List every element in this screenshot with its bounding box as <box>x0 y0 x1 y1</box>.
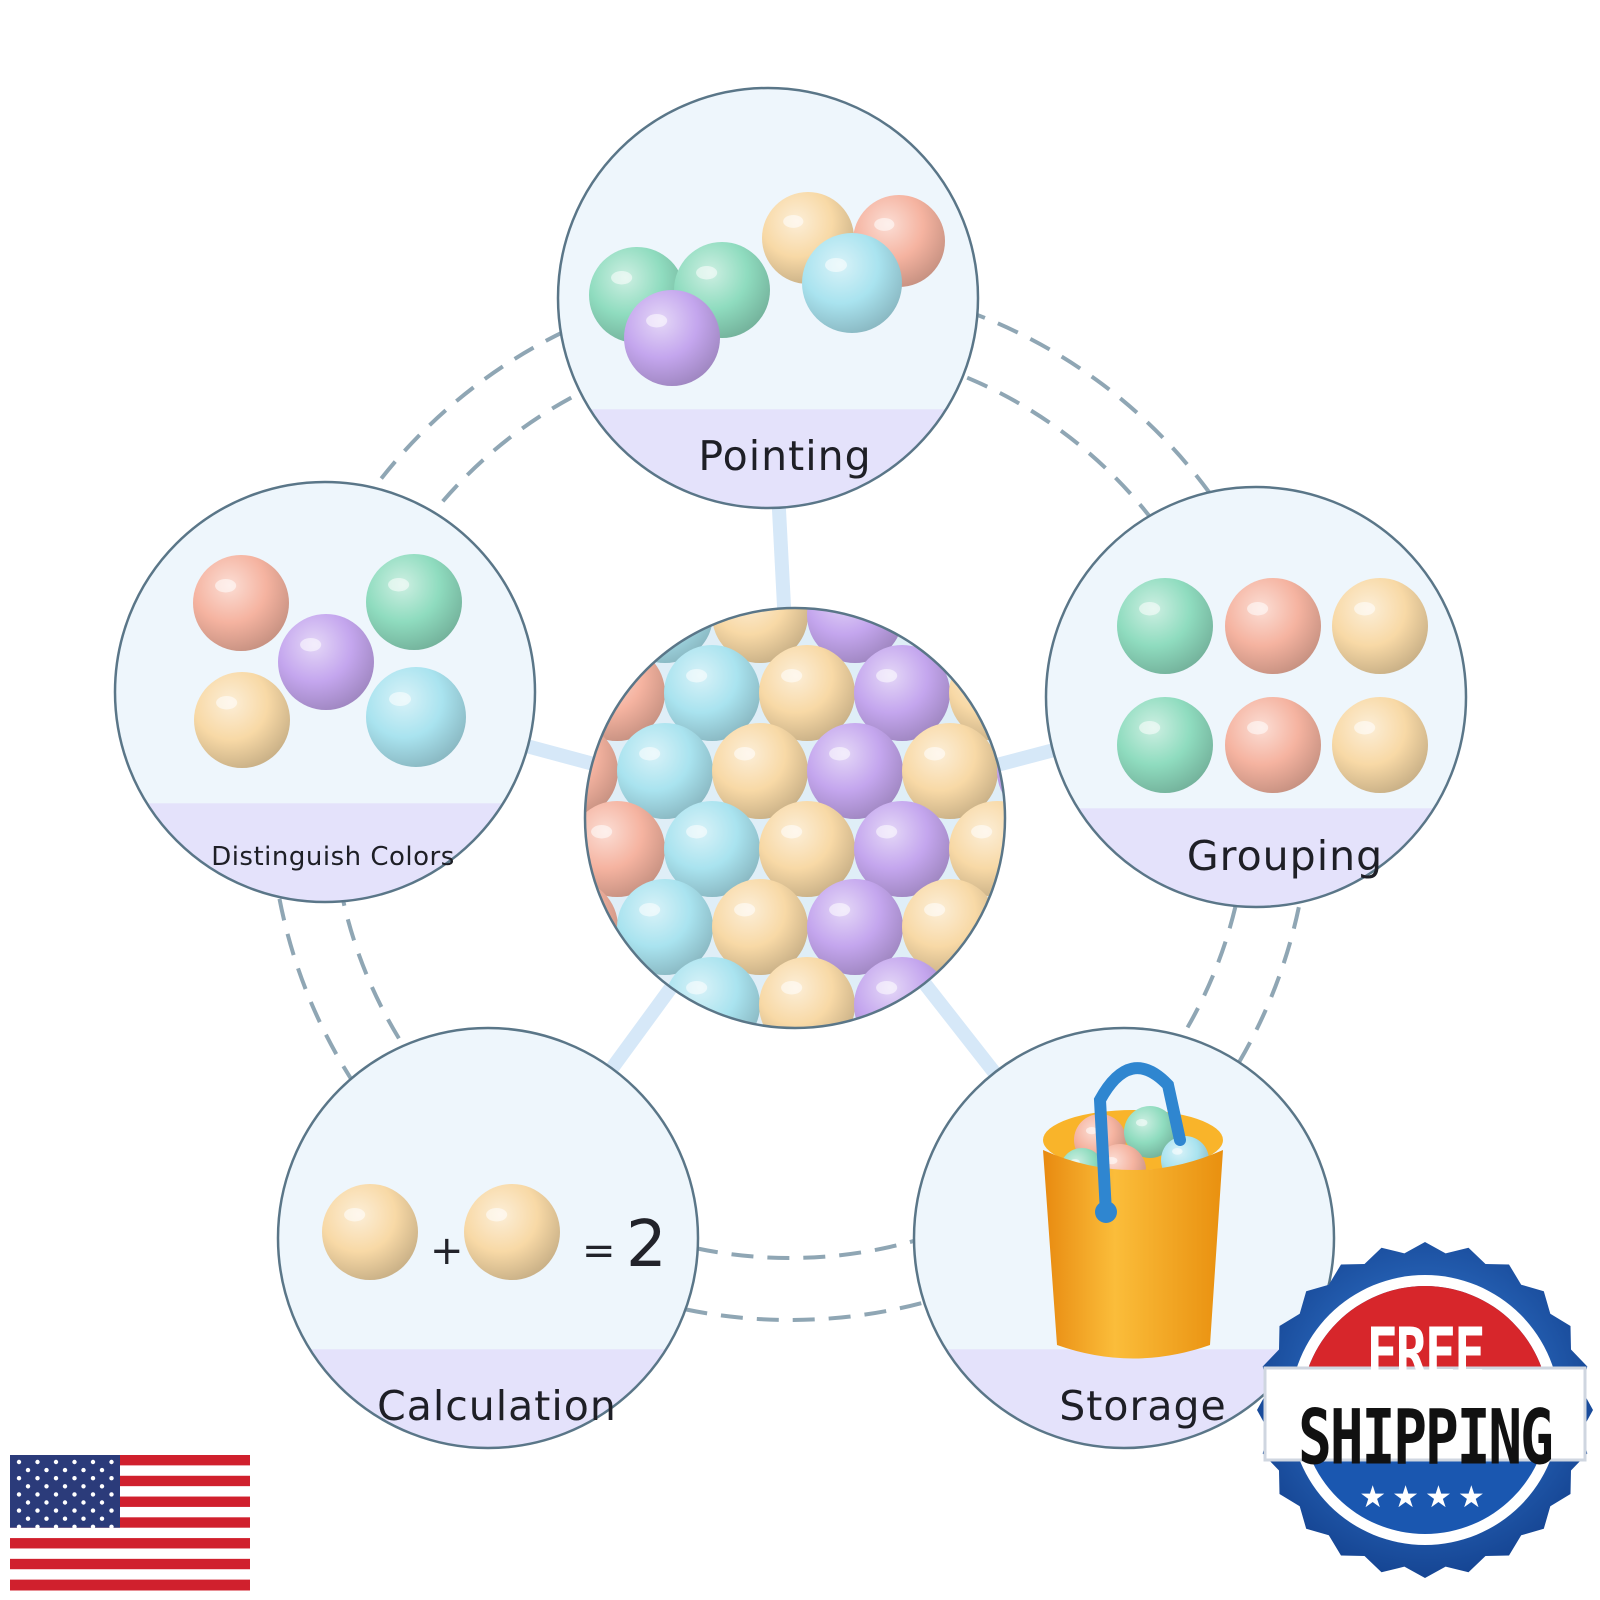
bucket-icon <box>1043 1062 1223 1359</box>
label-calculation: Calculation <box>377 1382 617 1430</box>
pit-ball <box>617 879 713 975</box>
content-pointing <box>589 192 945 386</box>
ball-cream <box>1332 578 1428 674</box>
ball-sky <box>802 233 902 333</box>
label-grouping: Grouping <box>1186 832 1384 880</box>
badge-free-text: FREE <box>1366 1314 1485 1396</box>
pit-ball <box>712 723 808 819</box>
pit-ball <box>949 801 1005 897</box>
ball-peach <box>1225 697 1321 793</box>
bucket-ball <box>1124 1106 1176 1158</box>
free-shipping-badge <box>1257 1242 1593 1578</box>
plus-sign: + <box>430 1228 464 1274</box>
badge-shipping-text: SHIPPING <box>1298 1394 1554 1483</box>
ball-cream <box>194 672 290 768</box>
circle-pointing <box>556 86 980 510</box>
ball-lavender <box>278 614 374 710</box>
label-band-calculation <box>278 1349 698 1448</box>
label-distinguish-colors: Distinguish Colors <box>211 842 455 872</box>
ball-mint <box>1117 578 1213 674</box>
content-storage <box>1043 1062 1223 1359</box>
pit-ball <box>712 608 808 663</box>
pit-ball <box>712 1035 808 1131</box>
pit-ball <box>807 723 903 819</box>
pit-ball <box>664 645 760 741</box>
pit-ball <box>712 879 808 975</box>
calculation-result: 2 <box>626 1208 667 1282</box>
equals-sign: = <box>582 1228 616 1274</box>
pit-ball <box>902 723 998 819</box>
badge-stars: ★★★★ <box>1359 1480 1491 1515</box>
pit-ball <box>585 608 618 663</box>
ball-peach <box>193 555 289 651</box>
ball-mint <box>366 554 462 650</box>
pit-ball <box>759 645 855 741</box>
ball-peach <box>1225 578 1321 674</box>
ball-cream <box>1332 697 1428 793</box>
content-grouping <box>1117 578 1428 793</box>
pit-ball <box>807 879 903 975</box>
pit-ball <box>997 879 1005 975</box>
pit-ball <box>664 801 760 897</box>
ball-mint <box>1117 697 1213 793</box>
pit-ball <box>617 723 713 819</box>
circle-grouping <box>1044 485 1468 909</box>
ball-lavender <box>624 290 720 386</box>
content-distinguish <box>193 554 466 768</box>
circle-calculation <box>276 1026 700 1450</box>
ball-cream <box>464 1184 560 1280</box>
pit-ball <box>664 957 760 1028</box>
label-pointing: Pointing <box>698 432 872 480</box>
us-flag-icon <box>10 1455 250 1591</box>
ball-cream <box>322 1184 418 1280</box>
pit-ball <box>1092 879 1188 975</box>
pit-ball <box>854 801 950 897</box>
pit-ball <box>807 1035 903 1131</box>
label-band-distinguish <box>115 803 535 902</box>
circle-distinguish <box>113 480 537 904</box>
badge-ribbon <box>1263 1366 1587 1462</box>
pit-ball <box>759 801 855 897</box>
pit-ball <box>854 645 950 741</box>
label-storage: Storage <box>1059 1382 1227 1430</box>
pit-ball <box>585 879 618 975</box>
ball-sky <box>366 667 466 767</box>
circle-storage <box>912 1026 1336 1450</box>
content-calculation <box>322 1184 560 1280</box>
pit-ball <box>759 957 855 1028</box>
